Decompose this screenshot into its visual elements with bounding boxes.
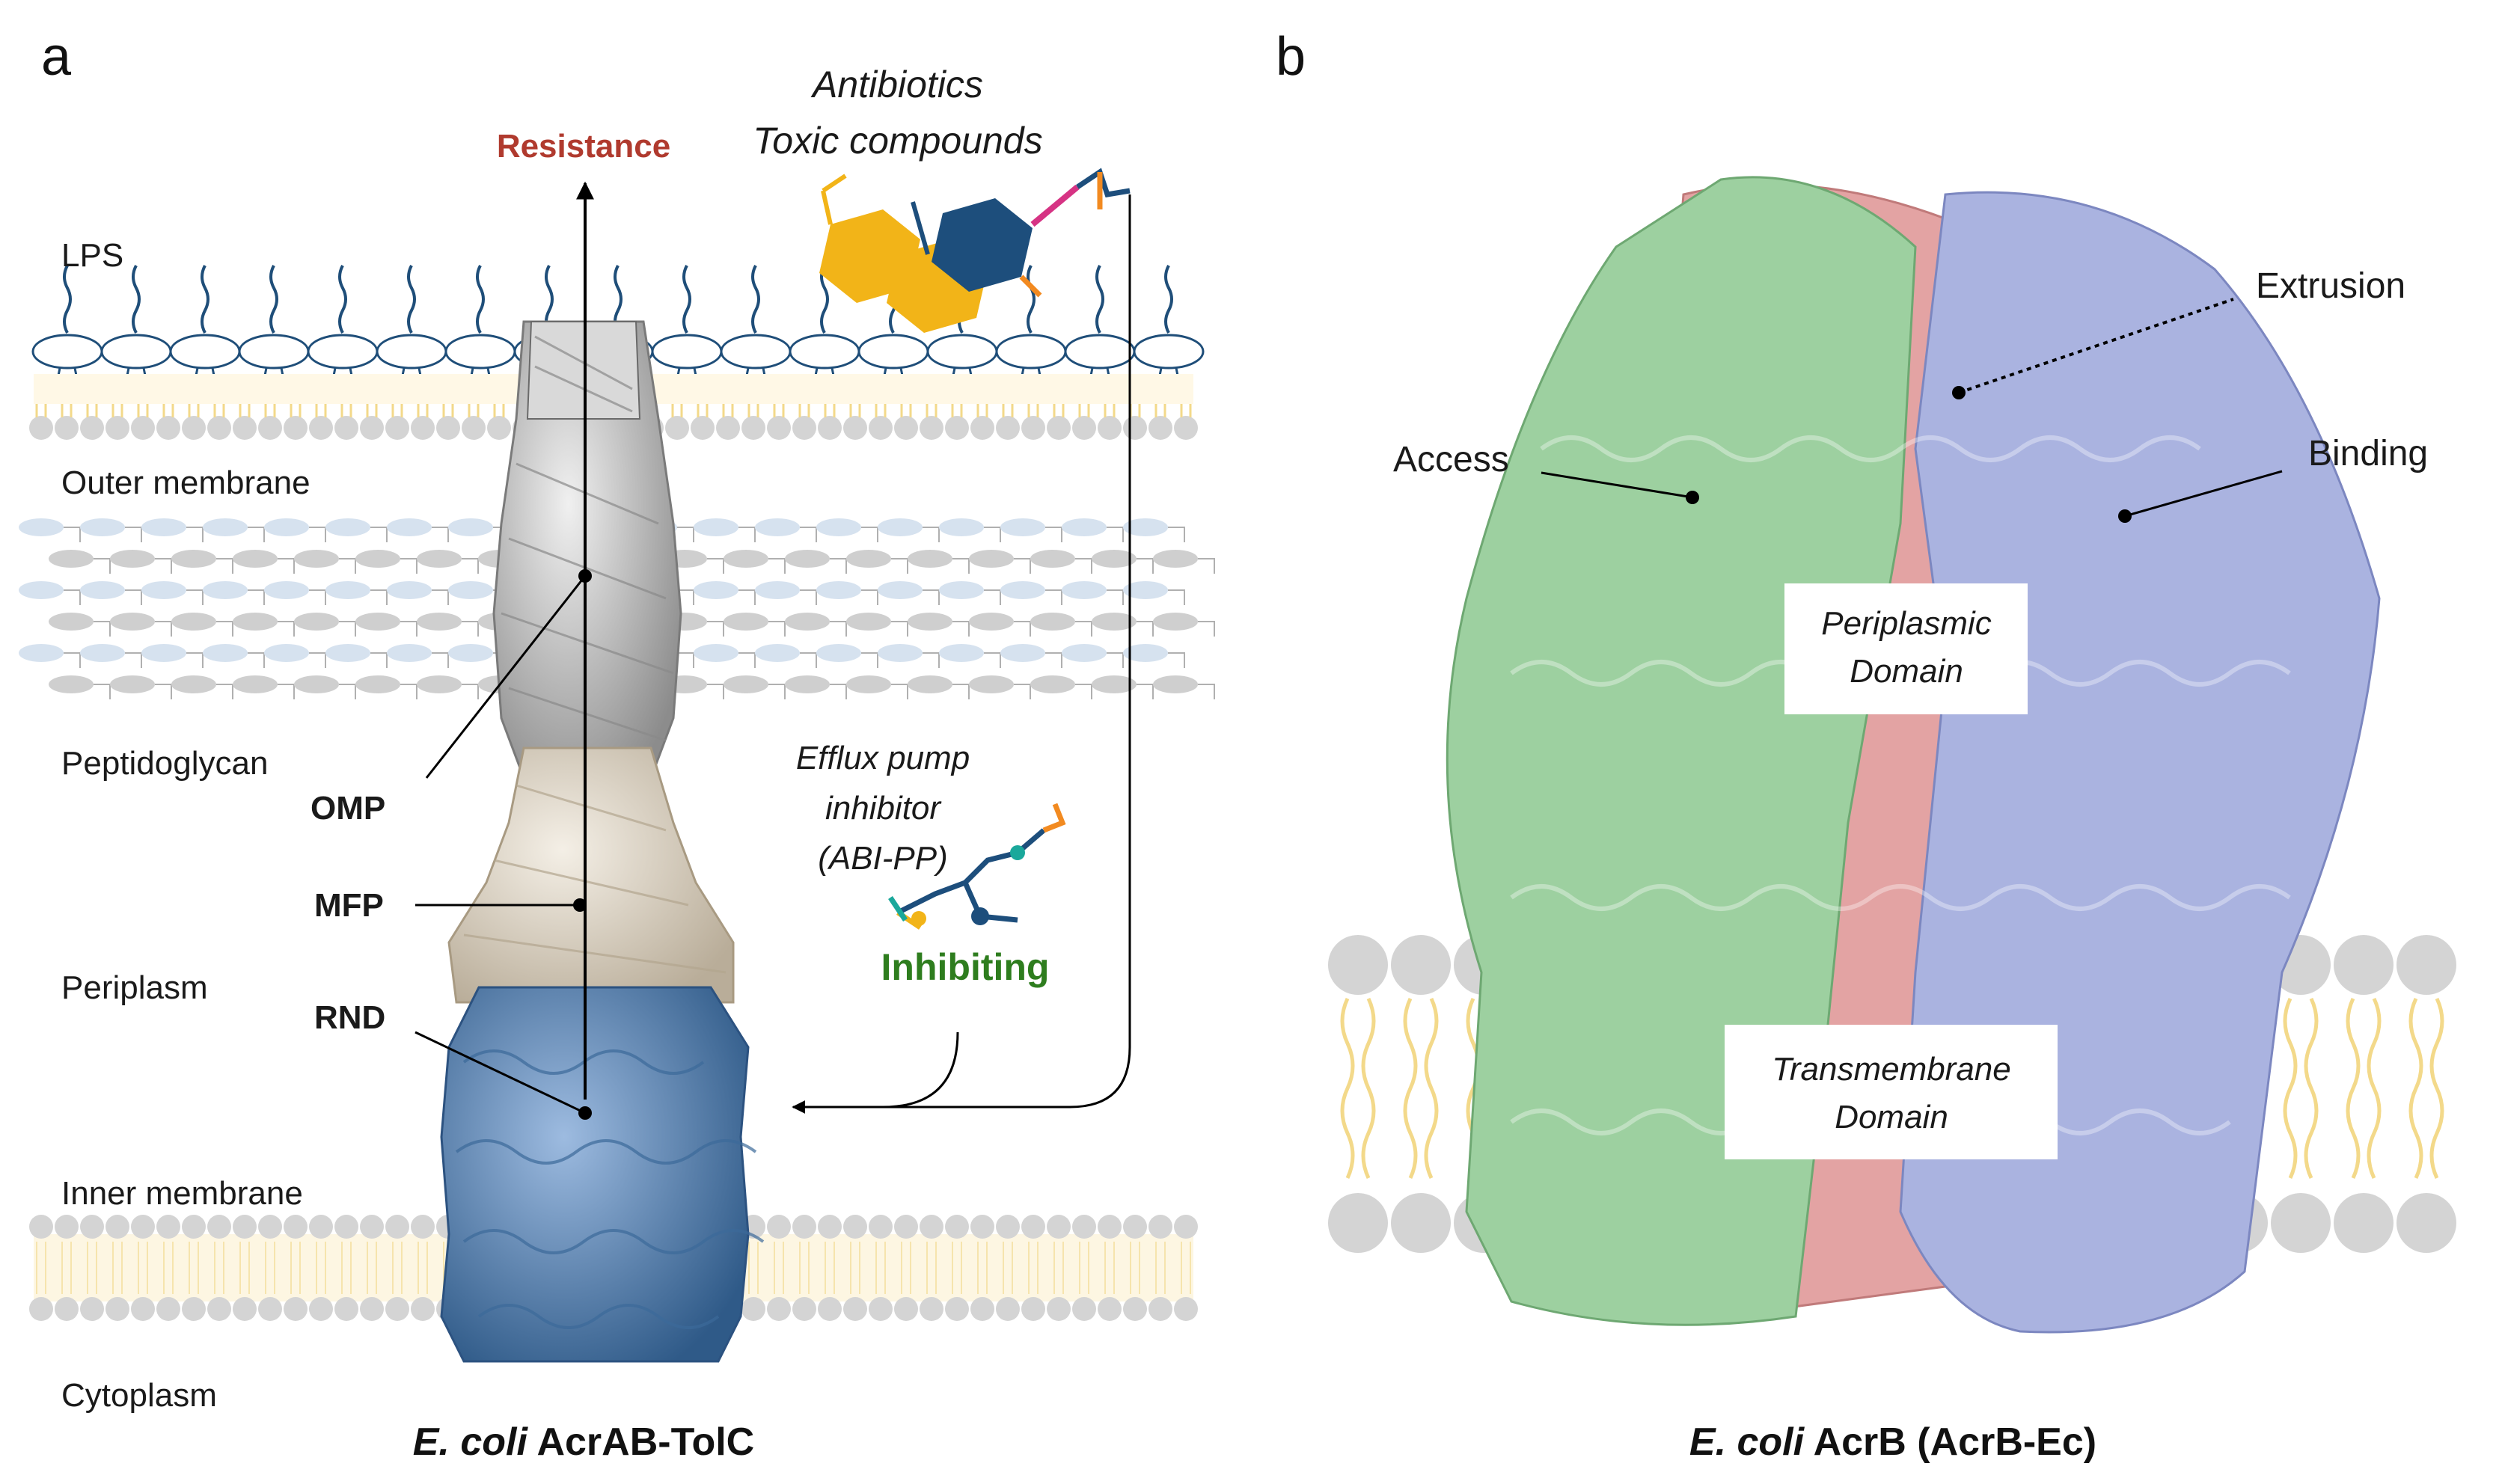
inhibitor-line1: Efflux pump: [796, 740, 970, 776]
periplasmic-line2: Domain: [1850, 653, 1963, 690]
access-leader: [1541, 471, 1693, 499]
caption-a-name: AcrAB-TolC: [536, 1420, 754, 1464]
inhibitor-line3: (ABI-PP): [818, 840, 948, 877]
periplasmic-line1: Periplasmic: [1821, 605, 1991, 642]
cytoplasm-label: Cytoplasm: [61, 1377, 217, 1414]
inhibitor-line2: inhibitor: [825, 790, 942, 827]
lps-label: LPS: [61, 237, 123, 274]
transmembrane-line1: Transmembrane: [1772, 1051, 2011, 1088]
extrusion-label: Extrusion: [2256, 266, 2405, 306]
inhibiting-label: Inhibiting: [881, 946, 1050, 988]
antibiotics-label: Antibiotics: [810, 64, 983, 105]
caption-a: E. coli AcrAB-TolC: [413, 1420, 755, 1464]
inhibitor-path: [882, 1031, 959, 1109]
panel-b-letter: b: [1276, 27, 1306, 87]
omp-label: OMP: [311, 790, 385, 827]
periplasmic-domain-box: [1784, 583, 2028, 714]
resistance-label: Resistance: [497, 128, 670, 165]
toxic-compounds-label: Toxic compounds: [753, 120, 1042, 162]
outer-membrane-label: Outer membrane: [61, 464, 311, 501]
substrate-path: [792, 194, 1131, 1114]
transmembrane-domain-box: [1725, 1025, 2058, 1159]
mfp-protein: [447, 746, 735, 1004]
omp-leader: [425, 575, 587, 779]
peptidoglycan-layer: [19, 518, 1215, 699]
extrusion-leader: [1958, 298, 2234, 394]
caption-a-species: E. coli: [413, 1420, 529, 1464]
access-label: Access: [1393, 440, 1509, 479]
caption-b: E. coli AcrB (AcrB-Ec): [1689, 1420, 2096, 1464]
rnd-label: RND: [314, 999, 385, 1036]
antibiotic-molecule: [819, 168, 1131, 333]
inhibitor-molecule: [888, 803, 1066, 930]
rnd-leader: [415, 1031, 586, 1114]
panel-a-letter: a: [41, 27, 72, 87]
caption-b-species: E. coli: [1689, 1420, 1805, 1464]
binding-leader: [2124, 470, 2283, 518]
omp-protein: [492, 320, 682, 779]
peptidoglycan-label: Peptidoglycan: [61, 745, 268, 782]
caption-b-name: AcrB (AcrB-Ec): [1814, 1420, 2097, 1464]
mfp-label: MFP: [314, 887, 384, 924]
transmembrane-line2: Domain: [1835, 1099, 1948, 1135]
rnd-protein: [440, 986, 765, 1363]
periplasm-label: Periplasm: [61, 969, 208, 1006]
binding-label: Binding: [2308, 434, 2428, 473]
inner-membrane-label: Inner membrane: [61, 1175, 303, 1212]
